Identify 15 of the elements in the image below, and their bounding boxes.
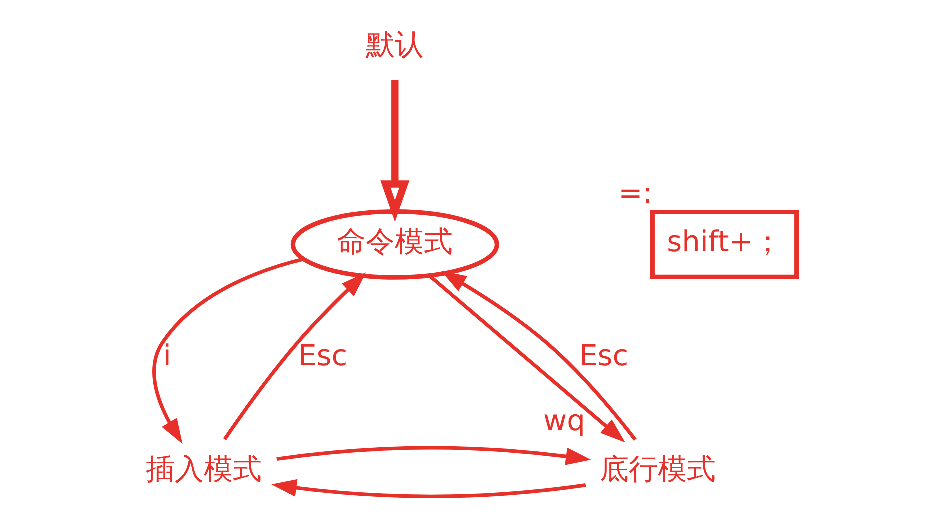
node-text: 底行模式 [600,452,716,486]
arrow [271,479,586,498]
node-ellipse: 命令模式 [290,210,499,280]
arrow [222,272,366,441]
node-label: =: [618,176,652,210]
node-box: shift+； [650,210,799,280]
edge-label: Esc [298,338,348,373]
node-text: 默认 [366,28,424,62]
arrow [276,446,591,466]
arrow [152,258,304,444]
node-text: 插入模式 [146,452,262,486]
arrow [380,80,410,222]
edge-label: i [162,338,171,373]
edge-label: Esc [579,338,628,373]
node-label: wq [543,404,585,438]
